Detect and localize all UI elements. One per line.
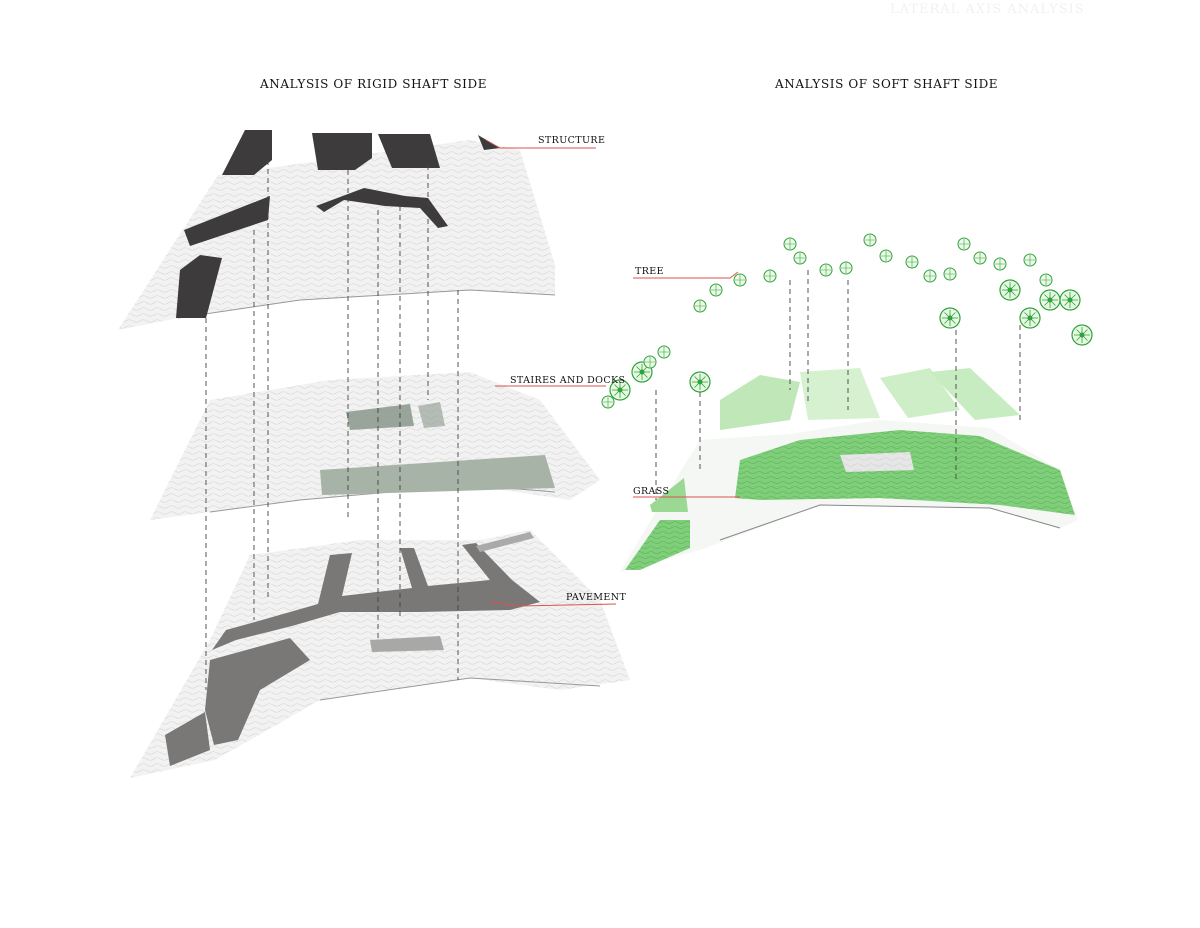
- sheet-watermark: LATERAL AXIS ANALYSIS: [890, 2, 1085, 17]
- rigid-dashed-connectors: [205, 160, 459, 690]
- structure-buildings: [176, 130, 500, 318]
- label-stairs-and-docks: STAIRES AND DOCKS: [510, 375, 626, 386]
- rigid-layer-stairs: [150, 372, 600, 520]
- stairs-and-docks-shapes: [320, 402, 555, 495]
- rigid-leader-lines: [485, 139, 617, 607]
- label-structure: STRUCTURE: [538, 135, 606, 146]
- rigid-layer-pavement: [130, 530, 630, 778]
- label-grass: GRASS: [633, 486, 670, 497]
- rigid-layer-structure: [118, 130, 556, 330]
- soft-leader-lines: [633, 271, 740, 498]
- pavement-shapes: [165, 532, 540, 766]
- rigid-panel-title: ANALYSIS OF RIGID SHAFT SIDE: [260, 77, 488, 91]
- soft-panel-title: ANALYSIS OF SOFT SHAFT SIDE: [775, 77, 999, 91]
- label-pavement: PAVEMENT: [566, 592, 627, 603]
- label-tree: TREE: [635, 266, 664, 277]
- soft-layer-grass: [620, 368, 1078, 572]
- soft-dashed-connectors: [655, 270, 1021, 500]
- grass-shapes: [625, 368, 1075, 570]
